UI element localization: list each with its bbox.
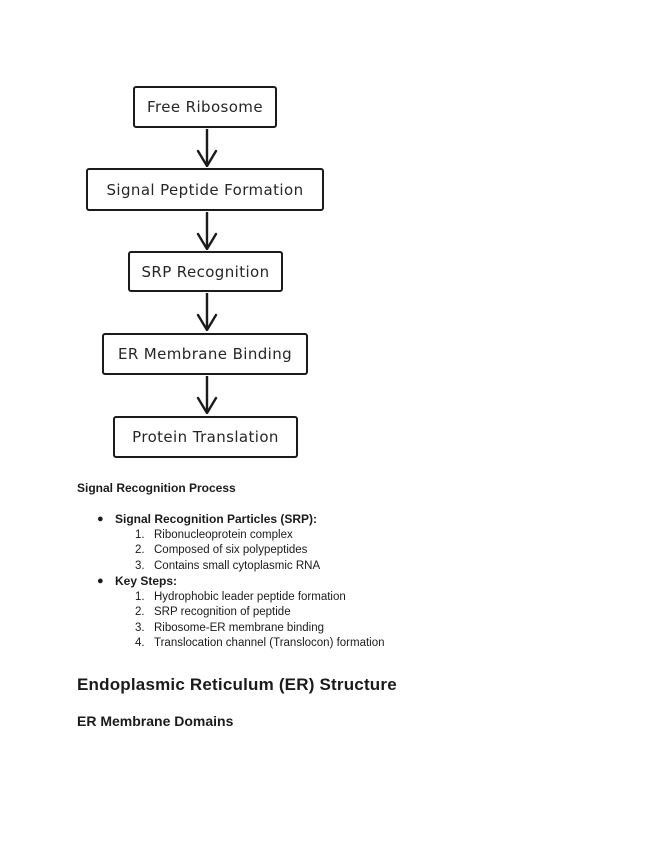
section-title: Signal Recognition Process [77,481,236,495]
notes-section: Signal Recognition Process ● Signal Reco… [77,481,617,730]
numbered-item: 2. Composed of six polypeptides [77,543,617,559]
heading-er-structure: Endoplasmic Reticulum (ER) Structure [77,674,397,694]
number-marker: 3. [135,559,145,572]
numbered-item-text: Composed of six polypeptides [154,544,308,556]
flowchart-node-label: Signal Peptide Formation [106,180,304,199]
numbered-item: 1. Hydrophobic leader peptide formation [77,590,617,606]
flowchart-node-label: Free Ribosome [147,98,263,116]
numbered-item: 3. Ribosome-ER membrane binding [77,621,617,637]
flowchart-node-er-membrane-binding: ER Membrane Binding [102,333,308,375]
heading-er-membrane-domains: ER Membrane Domains [77,712,234,729]
numbered-item-text: Ribosome-ER membrane binding [154,621,325,634]
down-arrow-icon [195,376,219,414]
numbered-item-text: Ribonucleoprotein complex [154,528,293,541]
numbered-item-text: Translocation channel (Translocon) forma… [154,637,385,649]
numbered-item: 2. SRP recognition of peptide [77,605,617,621]
number-marker: 1. [135,590,145,603]
numbered-item: 4. Translocation channel (Translocon) fo… [77,636,617,652]
number-marker: 4. [135,637,145,649]
bullet-item: ● Key Steps: [77,574,617,590]
flowchart-node-label: SRP Recognition [141,262,270,281]
numbered-item: 3. Contains small cytoplasmic RNA [77,559,617,575]
down-arrow-icon [195,212,219,250]
bullet-label: Key Steps: [115,574,178,588]
number-marker: 2. [135,606,145,618]
flowchart-node-label: Protein Translation [132,428,279,446]
numbered-item-text: Hydrophobic leader peptide formation [154,590,346,603]
flowchart-node-label: ER Membrane Binding [117,345,293,363]
flowchart-node-free-ribosome: Free Ribosome [133,86,277,128]
bullet-icon: ● [97,575,104,587]
numbered-item-text: SRP recognition of peptide [154,606,291,618]
flowchart-node-protein-translation: Protein Translation [113,416,298,458]
bullet-item: ● Signal Recognition Particles (SRP): [77,512,617,528]
number-marker: 3. [135,621,145,634]
bullet-icon: ● [97,513,104,525]
down-arrow-icon [195,129,219,167]
bullet-label: Signal Recognition Particles (SRP): [115,512,318,526]
number-marker: 1. [135,528,145,541]
down-arrow-icon [195,293,219,331]
number-marker: 2. [135,544,145,556]
flowchart-node-srp-recognition: SRP Recognition [128,251,283,292]
numbered-item: 1. Ribonucleoprotein complex [77,528,617,544]
numbered-item-text: Contains small cytoplasmic RNA [154,559,321,572]
flowchart-node-signal-peptide-formation: Signal Peptide Formation [86,168,324,211]
